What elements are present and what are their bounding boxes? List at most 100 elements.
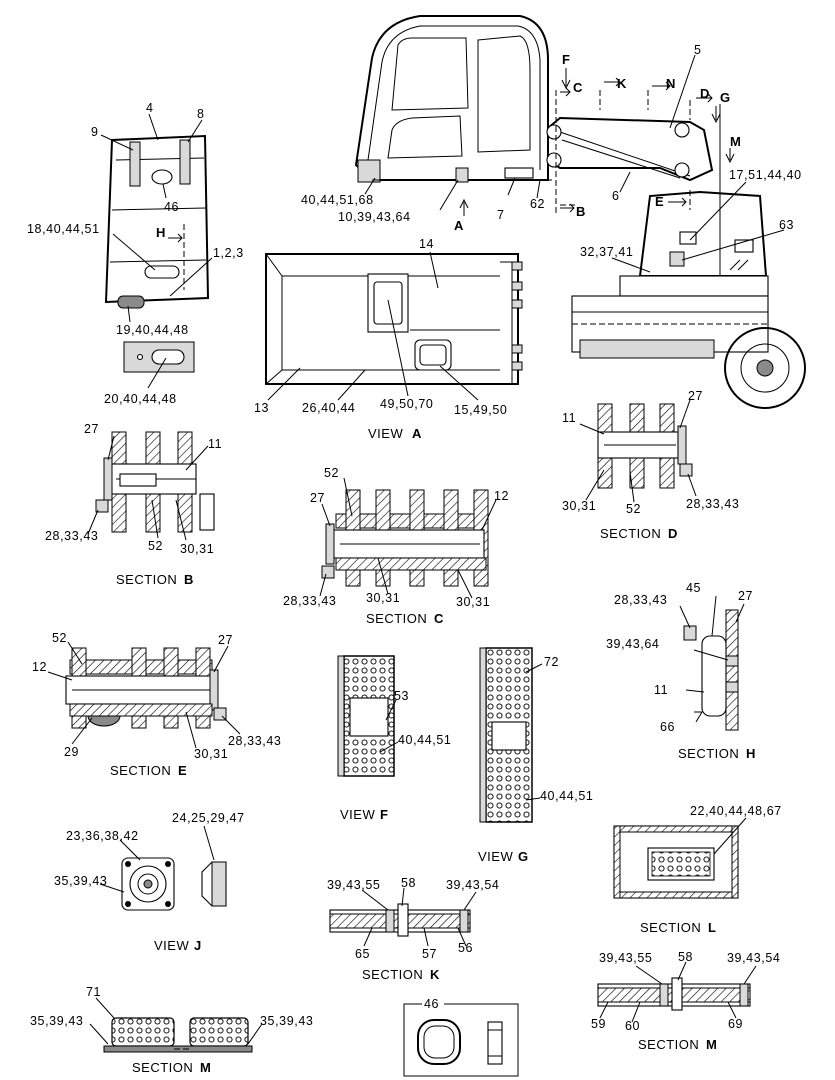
section-m-right-letter: M: [706, 1037, 717, 1052]
label-part-46: 46: [424, 997, 439, 1011]
marker-c: C: [573, 80, 583, 95]
view-j-caption: VIEW: [154, 938, 189, 953]
section-m-right-caption: SECTION: [638, 1037, 699, 1052]
label-part-29: 29: [64, 745, 79, 759]
view-a-letter: A: [412, 426, 422, 441]
label-part-52: 52: [148, 539, 163, 553]
view-a: 14 13 26,40,44 49,50,70 15,49,50 VIEW A: [254, 237, 523, 441]
marker-f: F: [562, 52, 570, 67]
label-part-45: 45: [686, 581, 701, 595]
section-b: 27 11 28,33,43 52 30,31 SECTION B: [45, 422, 222, 587]
marker-k: K: [617, 76, 627, 91]
label-parts-28: 28,33,43: [614, 593, 667, 607]
view-f-caption: VIEW: [340, 807, 375, 822]
label-part-52: 52: [626, 502, 641, 516]
label-part-72: 72: [544, 655, 559, 669]
section-d: 11 27 30,31 52 28,33,43 SECTION D: [562, 389, 739, 541]
label-part-59: 59: [591, 1017, 606, 1031]
label-parts-30: 30,31: [194, 747, 228, 761]
label-part-62: 62: [530, 197, 545, 211]
view-g-letter: G: [518, 849, 528, 864]
main-assembly: 5 6 7 62 63 17,51,44,40 32,37,41 40,44,5…: [301, 15, 806, 409]
section-d-caption: SECTION: [600, 526, 661, 541]
label-parts-23: 23,36,38,42: [66, 829, 139, 843]
label-parts-30a: 30,31: [366, 591, 400, 605]
label-part-27: 27: [310, 491, 325, 505]
label-parts-49: 49,50,70: [380, 397, 433, 411]
marker-g: G: [720, 90, 730, 105]
label-parts-35b: 35,39,43: [260, 1014, 313, 1028]
marker-e: E: [655, 194, 664, 209]
label-part-4: 4: [146, 101, 154, 115]
section-l: 22,40,44,48,67 SECTION L: [613, 804, 782, 935]
section-b-caption: SECTION: [116, 572, 177, 587]
label-parts-39a: 39,43,55: [327, 878, 380, 892]
label-parts-18: 18,40,44,51: [27, 222, 100, 236]
label-parts-15: 15,49,50: [454, 403, 507, 417]
label-part-27: 27: [84, 422, 99, 436]
label-parts-28: 28,33,43: [45, 529, 98, 543]
label-part-65: 65: [355, 947, 370, 961]
label-parts-39b: 39,43,54: [446, 878, 499, 892]
label-part-27: 27: [688, 389, 703, 403]
label-part-13: 13: [254, 401, 269, 415]
marker-d: D: [700, 86, 709, 101]
section-e-letter: E: [178, 763, 187, 778]
section-m-left-caption: SECTION: [132, 1060, 193, 1075]
label-parts-40: 40,44,51: [540, 789, 593, 803]
label-parts-28: 28,33,43: [228, 734, 281, 748]
label-part-52: 52: [324, 466, 339, 480]
label-part-11: 11: [208, 437, 222, 451]
marker-a: A: [454, 218, 464, 233]
section-c-caption: SECTION: [366, 611, 427, 626]
label-part-60: 60: [625, 1019, 640, 1033]
label-part-56: 56: [458, 941, 473, 955]
label-part-14: 14: [419, 237, 434, 251]
label-parts-32: 32,37,41: [580, 245, 633, 259]
section-k-letter: K: [430, 967, 440, 982]
section-b-letter: B: [184, 572, 193, 587]
section-l-letter: L: [708, 920, 716, 935]
label-parts-28: 28,33,43: [686, 497, 739, 511]
section-h-letter: H: [746, 746, 755, 761]
label-part-12: 12: [32, 660, 47, 674]
view-g-caption: VIEW: [478, 849, 513, 864]
view-f: 53 40,44,51 VIEW F: [337, 655, 451, 822]
marker-b: B: [576, 204, 585, 219]
section-h-caption: SECTION: [678, 746, 739, 761]
view-a-caption: VIEW: [368, 426, 403, 441]
label-part-52: 52: [52, 631, 67, 645]
label-part-9: 9: [91, 125, 99, 139]
label-part-63: 63: [779, 218, 794, 232]
label-part-7: 7: [497, 208, 505, 222]
label-parts-35a: 35,39,43: [30, 1014, 83, 1028]
label-part-71: 71: [86, 985, 101, 999]
view-j-letter: J: [194, 938, 201, 953]
label-part-27: 27: [738, 589, 753, 603]
label-part-46: 46: [164, 200, 179, 214]
label-parts-30: 30,31: [562, 499, 596, 513]
label-part-6: 6: [612, 189, 620, 203]
label-part-27: 27: [218, 633, 233, 647]
section-c-letter: C: [434, 611, 444, 626]
label-parts-39a: 39,43,55: [599, 951, 652, 965]
marker-h: H: [156, 225, 165, 240]
view-g: 72 40,44,51 VIEW G: [478, 647, 593, 864]
label-parts-22: 22,40,44,48,67: [690, 804, 782, 818]
label-parts-20: 20,40,44,48: [104, 392, 177, 406]
label-parts-17: 17,51,44,40: [729, 168, 802, 182]
view-j: 24,25,29,47 23,36,38,42 35,39,43 VIEW J: [54, 811, 245, 953]
label-parts-28: 28,33,43: [283, 594, 336, 608]
section-h: 45 28,33,43 27 39,43,64 11 66 SECTION H: [606, 581, 755, 761]
label-part-58: 58: [678, 950, 693, 964]
label-parts-35: 35,39,43: [54, 874, 107, 888]
label-part-8: 8: [197, 107, 205, 121]
label-parts-40: 40,44,51,68: [301, 193, 374, 207]
section-d-letter: D: [668, 526, 677, 541]
label-parts-1: 1,2,3: [213, 246, 244, 260]
label-parts-39: 39,43,64: [606, 637, 659, 651]
label-part-11: 11: [654, 683, 668, 697]
label-parts-39b: 39,43,54: [727, 951, 780, 965]
label-parts-24: 24,25,29,47: [172, 811, 245, 825]
